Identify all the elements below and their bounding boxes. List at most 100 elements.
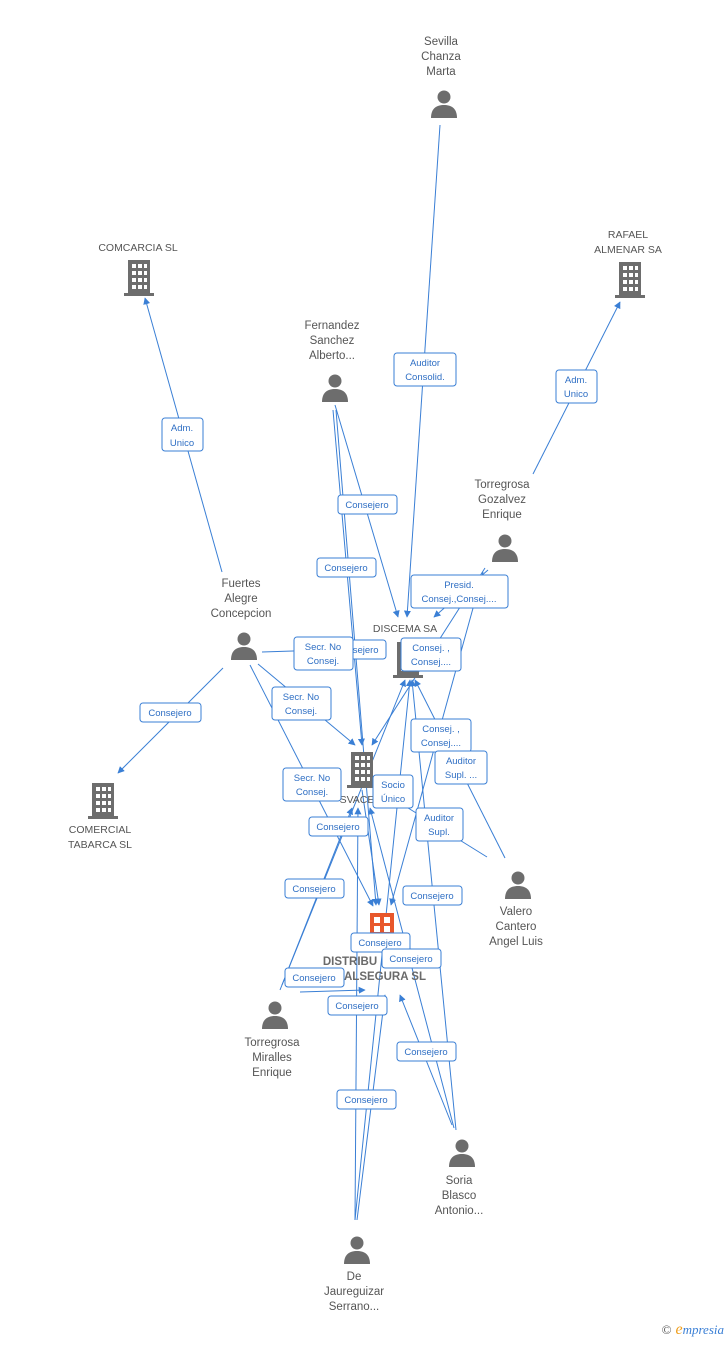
brand-logo-initial: e	[675, 1321, 683, 1338]
edge-label-text: Consej....	[411, 657, 451, 668]
edge-label-text: Consej.	[285, 706, 317, 717]
node-label: Valero	[500, 906, 532, 918]
edge-label-text: Secr. No	[294, 773, 330, 784]
edge-label-text: Presid.	[444, 580, 474, 591]
node-discema[interactable]: DISCEMA SA	[373, 623, 437, 678]
edge-label-consejero-1[interactable]: Consejero	[337, 494, 398, 515]
edge-label-text: Auditor	[446, 756, 476, 767]
edge-label-text: Consejero	[345, 500, 388, 511]
node-label: Concepcion	[211, 608, 272, 620]
node-sevilla[interactable]: Sevilla Chanza Marta	[421, 36, 461, 118]
edge-label-text: Supl. ...	[445, 770, 477, 781]
edge-label-text: Consejero	[324, 563, 367, 574]
edge-label-consejero-2[interactable]: Consejero	[316, 557, 377, 578]
node-comcarcia[interactable]: COMCARCIA SL	[98, 242, 178, 296]
edge-label-text: Consej. ,	[412, 643, 450, 654]
edge-label-consejero-7[interactable]: Consejero	[350, 932, 411, 953]
node-label: RAFAEL	[608, 229, 648, 241]
node-label: Chanza	[421, 51, 461, 63]
node-jaureguizar[interactable]: De Jaureguizar Serrano...	[324, 1236, 384, 1314]
edge-label-auditor-supl-2[interactable]: Auditor Supl.	[415, 807, 464, 842]
node-label: Miralles	[252, 1052, 292, 1064]
copyright-symbol: ©	[661, 1322, 672, 1337]
edge-label-consejero-12[interactable]: Consejero	[336, 1089, 397, 1110]
node-torregrosa-gozalvez[interactable]: Torregrosa Gozalvez Enrique	[475, 479, 531, 562]
edge-label-consejero-11[interactable]: Consejero	[396, 1041, 457, 1062]
person-icon	[449, 1139, 475, 1167]
node-label: De	[347, 1271, 362, 1283]
edge-label-presid-consej[interactable]: Presid. Consej.,Consej....	[410, 574, 509, 609]
footer-brand: ©empresia	[662, 1321, 724, 1339]
node-comercial-tabarca[interactable]: COMERCIAL TABARCA SL	[68, 783, 132, 851]
node-fernandez[interactable]: Fernandez Sanchez Alberto...	[305, 320, 360, 402]
node-rafael-almenar[interactable]: RAFAEL ALMENAR SA	[594, 229, 662, 298]
node-valero[interactable]: Valero Cantero Angel Luis	[489, 871, 543, 949]
edge-label-auditor-consolid[interactable]: Auditor Consolid.	[393, 352, 457, 387]
edge-label-text: Unico	[564, 389, 588, 400]
person-icon	[492, 534, 518, 562]
edge-label-text: Consejero	[344, 1095, 387, 1106]
edge-label-text: Socio	[381, 780, 405, 791]
edge-label-text: Consej.	[296, 787, 328, 798]
edge-label-text: Consejero	[292, 973, 335, 984]
person-icon	[262, 1001, 288, 1029]
edge-label-consejero-5[interactable]: Consejero	[284, 878, 345, 899]
node-label: Jaureguizar	[324, 1286, 384, 1298]
edge-label-consejero-8[interactable]: Consejero	[381, 948, 442, 969]
node-torregrosa-miralles[interactable]: Torregrosa Miralles Enrique	[245, 1001, 301, 1080]
node-label: DISTRIBU	[323, 956, 377, 968]
edge-label-text: Consejero	[410, 891, 453, 902]
edge-label-text: Secr. No	[305, 642, 341, 653]
edge-label-text: Adm.	[171, 423, 193, 434]
edge-label-text: Auditor	[410, 358, 440, 369]
edge-label-consejero-9[interactable]: Consejero	[284, 967, 345, 988]
node-label: Fernandez	[305, 320, 360, 332]
edge-label-socio-unico[interactable]: Socio Único	[372, 774, 414, 809]
node-distribu-alsegura[interactable]: DISTRIBU ALSEGURA SL	[323, 913, 426, 983]
edge-label-text: Consej.,Consej....	[422, 594, 497, 605]
node-label: Blasco	[442, 1190, 477, 1202]
edge-label-secr-no-consej-1[interactable]: Secr. No Consej.	[293, 636, 354, 671]
edge-label-text: Consej. ,	[422, 724, 460, 735]
edge-label-text: Consejero	[148, 708, 191, 719]
edge-labels: Auditor Consolid. Adm. Unico Adm. Unico …	[139, 352, 598, 1110]
edge-label-text: Consejero	[335, 1001, 378, 1012]
edge-label-consej-discema[interactable]: Consej. , Consej....	[400, 637, 462, 672]
edge-label-secr-no-consej-2[interactable]: Secr. No Consej.	[271, 686, 332, 721]
node-label: TABARCA SL	[68, 839, 132, 851]
edge-label-text: Secr. No	[283, 692, 319, 703]
building-icon	[615, 262, 645, 298]
edge-label-text: Consejero	[316, 822, 359, 833]
node-label: Torregrosa	[475, 479, 531, 491]
edge-label-auditor-supl-1[interactable]: Auditor Supl. ...	[434, 750, 488, 785]
edge-label-secr-no-consej-3[interactable]: Secr. No Consej.	[282, 767, 342, 802]
edge-label-text: Consej....	[421, 738, 461, 749]
edge-label-consejero-4[interactable]: Consejero	[308, 816, 369, 837]
edge-label-consejero-tabarca[interactable]: Consejero	[139, 702, 202, 723]
edge-label-text: Único	[381, 794, 405, 805]
person-icon	[431, 90, 457, 118]
person-icon	[322, 374, 348, 402]
node-label: Sevilla	[424, 36, 458, 48]
node-label: DISCEMA SA	[373, 623, 437, 635]
person-icon	[505, 871, 531, 899]
edge-label-text: Consejero	[292, 884, 335, 895]
node-fuertes[interactable]: Fuertes Alegre Concepcion	[211, 578, 272, 660]
edge-label-text: Consolid.	[405, 372, 445, 383]
node-soria[interactable]: Soria Blasco Antonio...	[435, 1139, 484, 1218]
person-icon	[344, 1236, 370, 1264]
edge-miralles-svace	[279, 807, 353, 991]
edge-label-consej-svace[interactable]: Consej. , Consej....	[410, 718, 472, 753]
edge-label-text: Consejero	[358, 938, 401, 949]
node-label: Gozalvez	[478, 494, 526, 506]
edge-label-text: Auditor	[424, 813, 454, 824]
edge-label-consejero-10[interactable]: Consejero	[327, 995, 388, 1016]
node-svace[interactable]: SVACE	[340, 752, 377, 806]
node-label: SVACE	[340, 794, 375, 806]
edge-label-adm-unico-comcarcia[interactable]: Adm. Unico	[161, 417, 204, 452]
node-label: Fuertes	[222, 578, 261, 590]
node-label: Serrano...	[329, 1301, 380, 1313]
node-label: COMCARCIA SL	[98, 242, 178, 254]
edge-label-consejero-6[interactable]: Consejero	[402, 885, 463, 906]
edge-label-adm-unico-rafael[interactable]: Adm. Unico	[555, 369, 598, 404]
